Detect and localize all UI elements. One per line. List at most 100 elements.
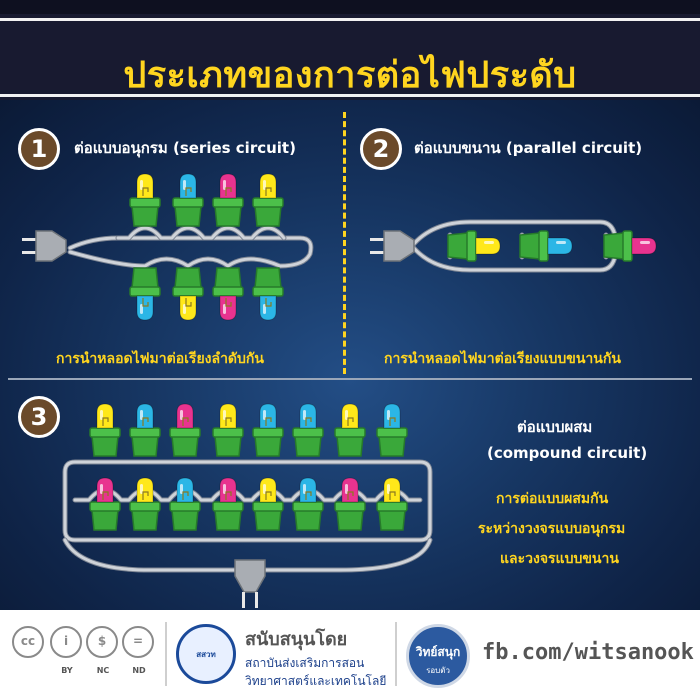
compound-top-bulb-5-highlight	[263, 410, 266, 420]
parallel-bulb-3-glass	[631, 237, 657, 255]
compound-top-bulb-2-highlight	[140, 410, 143, 420]
parallel-plug-body	[383, 230, 415, 262]
compound-top-bulb-7-socket	[336, 435, 364, 457]
series-bottom-bulb-2-socket	[174, 267, 202, 289]
section-3-heading: ต่อแบบผสม	[517, 418, 593, 436]
section-3-badge: 3	[18, 396, 60, 438]
series-top-bulb-1-highlight	[140, 180, 143, 190]
facebook-link[interactable]: fb.com/witsanook	[482, 640, 694, 665]
series-wire-top	[116, 226, 286, 240]
cc-icon: cc	[12, 626, 46, 658]
compound-top-bulb-6-glass	[299, 403, 317, 429]
witsanook-logo-line-2: รอบตัว	[426, 666, 450, 675]
compound-bottom-bulb-8-highlight	[387, 484, 390, 494]
parallel-bulb-2	[519, 230, 573, 262]
footer-divider-2	[395, 622, 397, 686]
series-bottom-bulb-2-collar	[172, 286, 204, 297]
nd-icon-glyph: =	[122, 626, 154, 658]
compound-wire-right-lead-shadow	[247, 537, 433, 573]
compound-top-bulb-8-glass	[383, 403, 401, 429]
compound-bottom-bulb-8	[376, 477, 408, 531]
page-title: ประเภทของการต่อไฟประดับ	[123, 55, 577, 96]
by-label: BY	[61, 666, 73, 675]
compound-plug	[234, 559, 266, 608]
compound-bottom-bulb-3-highlight	[180, 484, 183, 494]
compound-bottom-bulb-2-collar	[129, 501, 161, 512]
section-3-caption-2: ระหว่างวงจรแบบอนุกรม	[478, 521, 626, 537]
compound-top-bulb-7-highlight	[345, 410, 348, 420]
compound-top-bulb-1-filament	[102, 417, 109, 426]
series-top-bulb-1-socket	[131, 205, 159, 227]
compound-wire-left-lead-shadow	[62, 537, 253, 583]
compound-top-bulb-3-highlight	[180, 410, 183, 420]
section-1-badge: 1	[18, 128, 60, 170]
series-bottom-bulb-1-filament	[142, 298, 149, 307]
compound-bottom-bulb-4-collar	[212, 501, 244, 512]
section-divider-vertical	[343, 112, 346, 374]
parallel-bulb-2-collar	[538, 230, 549, 262]
compound-top-bulb-3-filament	[182, 417, 189, 426]
compound-bottom-bulb-6	[292, 477, 324, 531]
compound-top-bulb-7-collar	[334, 427, 366, 438]
compound-top-bulb-2-filament	[142, 417, 149, 426]
compound-bottom-bulb-6-filament	[305, 491, 312, 500]
compound-bottom-bulb-4-socket	[214, 509, 242, 531]
parallel-bulb-2-glass	[547, 237, 573, 255]
compound-bottom-bulb-7	[334, 477, 366, 531]
parallel-wire-outer	[410, 220, 618, 272]
compound-top-bulb-4-glass	[219, 403, 237, 429]
bulbs	[89, 173, 657, 531]
compound-top-bulb-8	[376, 403, 408, 457]
compound-bottom-bulb-5-socket	[254, 509, 282, 531]
series-top-bulb-3	[212, 173, 244, 227]
compound-bottom-bulb-6-socket	[294, 509, 322, 531]
compound-bottom-bulb-4-filament	[225, 491, 232, 500]
series-plug-prong-bottom	[22, 251, 38, 254]
parallel-bulb-1-socket	[447, 232, 469, 260]
compound-bottom-bulb-1-filament	[102, 491, 109, 500]
series-bottom-bulb-1-glass	[136, 295, 154, 321]
compound-bottom-bulb-6-collar	[292, 501, 324, 512]
support-label: สนับสนุนโดย	[245, 629, 348, 650]
compound-bottom-bulb-1-socket	[91, 509, 119, 531]
series-bottom-bulb-3-filament	[225, 298, 232, 307]
series-bottom-bulb-4-filament	[265, 298, 272, 307]
nc-label: NC	[96, 666, 110, 675]
compound-top-bulb-8-filament	[389, 417, 396, 426]
nc-icon-glyph: $	[86, 626, 118, 658]
section-3-caption-3: และวงจรแบบขนาน	[500, 551, 619, 567]
compound-bottom-bulb-4	[212, 477, 244, 531]
series-bottom-bulb-1	[129, 267, 161, 321]
compound-top-bulb-5-filament	[265, 417, 272, 426]
nd-label: ND	[132, 666, 146, 675]
ipst-logo-icon: สสวท	[176, 624, 236, 684]
parallel-bulb-3-socket	[603, 232, 625, 260]
compound-top-bulb-1-glass	[96, 403, 114, 429]
compound-bottom-bulb-5-glass	[259, 477, 277, 503]
nc-icon: $ NC	[86, 626, 120, 675]
compound-bottom-bulb-6-highlight	[303, 484, 306, 494]
compound-top-bulb-2-socket	[131, 435, 159, 457]
witsanook-logo-line-1: วิทย์สนุก	[415, 645, 461, 659]
cc-icon-glyph: cc	[12, 626, 44, 658]
parallel-bulb-1	[447, 230, 501, 262]
series-top-bulb-4-highlight	[263, 180, 266, 190]
series-top-bulb-2	[172, 173, 204, 227]
section-1-caption: การนำหลอดไฟมาต่อเรียงลำดับกัน	[56, 351, 264, 367]
plugs	[22, 230, 415, 608]
compound-top-bulb-7-filament	[347, 417, 354, 426]
parallel-bulb-3	[603, 230, 657, 262]
parallel-plug	[370, 230, 415, 262]
section-2-badge: 2	[360, 128, 402, 170]
series-bottom-bulb-4-highlight	[263, 304, 266, 314]
series-top-bulb-2-highlight	[183, 180, 186, 190]
compound-bottom-bulb-1-glass	[96, 477, 114, 503]
compound-top-bulb-1-socket	[91, 435, 119, 457]
series-bottom-bulb-4-socket	[254, 267, 282, 289]
series-top-bulb-2-collar	[172, 197, 204, 208]
series-bottom-bulb-2-filament	[185, 298, 192, 307]
series-bottom-bulb-3-collar	[212, 286, 244, 297]
section-3-caption-1: การต่อแบบผสมกัน	[496, 491, 609, 507]
ipst-logo-text: สสวท	[196, 650, 216, 659]
compound-top-bulb-4-collar	[212, 427, 244, 438]
